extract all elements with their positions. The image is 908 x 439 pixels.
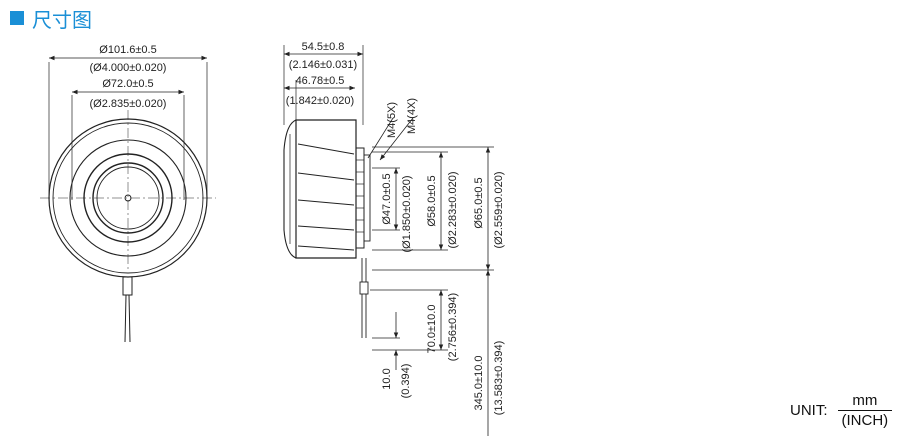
unit-fraction: mm (INCH) xyxy=(837,392,893,429)
screw-label-m4-5x: M4(5X) xyxy=(386,102,398,138)
dia65-in: (Ø2.559±0.020) xyxy=(493,172,505,249)
side-inner-width-mm: 46.78±0.5 xyxy=(296,75,345,87)
side-inner-width-in: (1.842±0.020) xyxy=(286,95,354,107)
unit-label: UNIT: xyxy=(790,402,828,419)
square-icon xyxy=(10,11,24,25)
dia47-in: (Ø1.850±0.020) xyxy=(401,176,413,253)
strip-length-in: (0.394) xyxy=(400,364,412,399)
lead345-in: (13.583±0.394) xyxy=(493,341,505,416)
lead70-in: (2.756±0.394) xyxy=(447,293,459,361)
front-view xyxy=(40,55,216,343)
unit-legend: UNIT: mm (INCH) xyxy=(790,392,893,429)
dia58-mm: Ø58.0±0.5 xyxy=(426,175,438,226)
side-width-mm: 54.5±0.8 xyxy=(302,41,345,53)
unit-denominator: (INCH) xyxy=(837,410,893,429)
lead345-mm: 345.0±10.0 xyxy=(473,356,485,411)
section-header: 尺寸图 xyxy=(10,5,92,32)
dia47-mm: Ø47.0±0.5 xyxy=(381,173,393,224)
side-view xyxy=(283,45,494,436)
front-outer-dia-in: (Ø4.000±0.020) xyxy=(90,62,167,74)
lead70-mm: 70.0±10.0 xyxy=(426,305,438,354)
section-title: 尺寸图 xyxy=(32,7,92,32)
front-outer-dia-mm: Ø101.6±0.5 xyxy=(99,44,156,56)
front-inner-dia-mm: Ø72.0±0.5 xyxy=(102,78,153,90)
dia58-in: (Ø2.283±0.020) xyxy=(447,172,459,249)
strip-length-mm: 10.0 xyxy=(381,368,393,389)
screw-label-m4-4x: M4(4X) xyxy=(406,98,418,134)
unit-numerator: mm xyxy=(852,392,878,409)
dia65-mm: Ø65.0±0.5 xyxy=(473,177,485,228)
front-inner-dia-in: (Ø2.835±0.020) xyxy=(90,98,167,110)
side-width-in: (2.146±0.031) xyxy=(289,59,357,71)
